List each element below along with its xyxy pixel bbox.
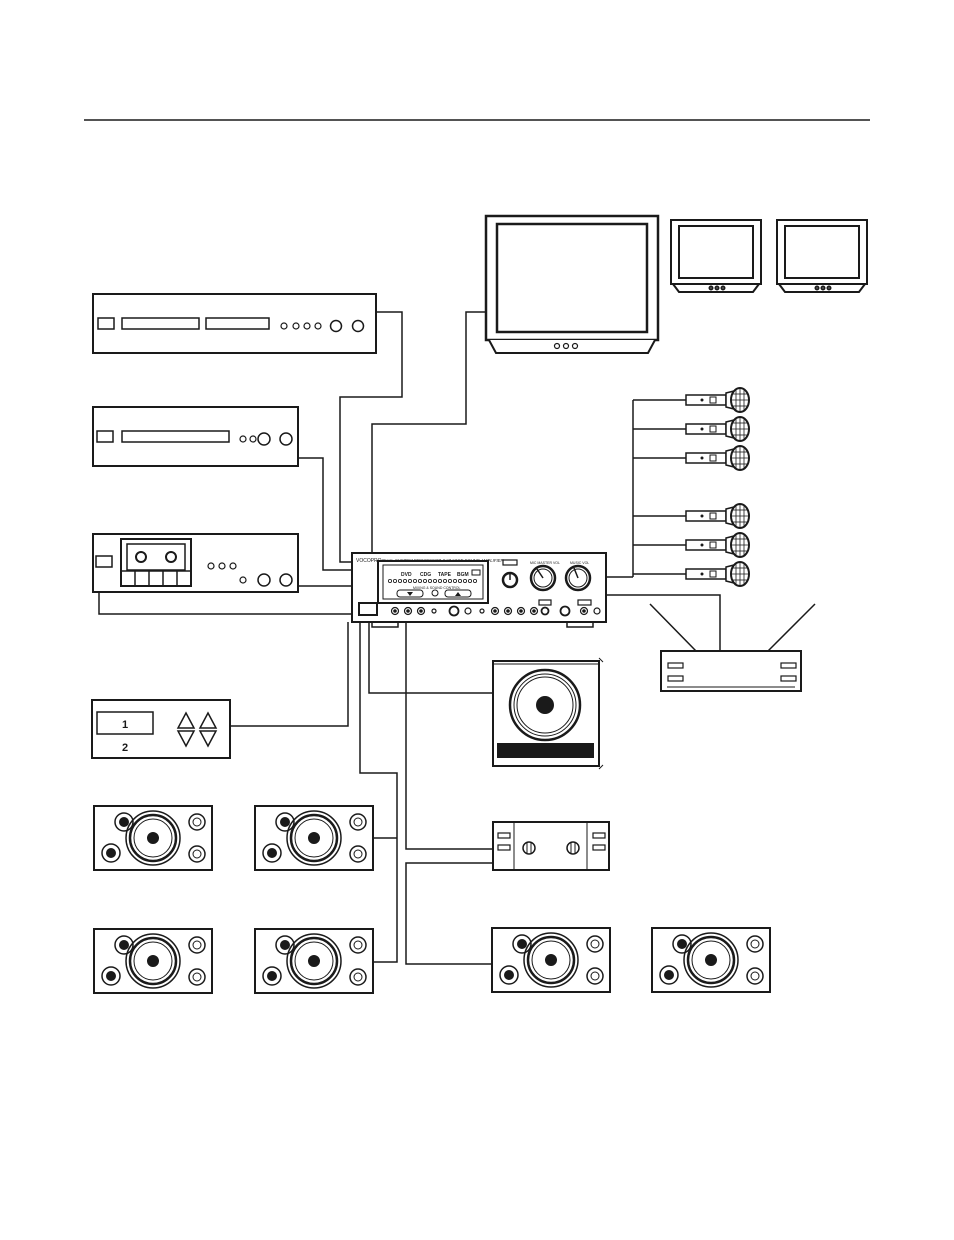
cd-player [93,407,298,466]
speaker-right-2 [652,928,770,992]
speaker-right-1 [492,928,610,992]
secondary-monitor-2 [777,220,867,292]
amp-mode-tape: TAPE [438,572,452,578]
amp-display-subline: MIXING & SOUND CONTROL [413,586,461,590]
amp-knob-label-mic: MIC MASTER VOL [530,561,560,565]
subwoofer [493,658,603,769]
speaker-left-1 [94,806,212,870]
main-tv-monitor [486,216,658,353]
microphone-3 [660,446,749,470]
speaker-left-3 [94,929,212,993]
zone-label-1: 1 [122,719,128,731]
secondary-monitor-1 [671,220,761,292]
microphone-1 [660,388,749,412]
cassette-deck [93,534,298,592]
dvd-player [93,294,376,353]
microphone-2 [660,417,749,441]
wireless-mic-receiver [650,604,815,691]
microphone-5 [660,533,749,557]
microphone-4 [660,504,749,528]
microphone-6 [660,562,749,586]
speaker-left-2 [255,806,373,870]
speaker-left-4 [255,929,373,993]
amp-knob-label-music: MUSIC VOL [570,561,589,565]
karaoke-amplifier: VOCOPRO DUAL-SYSTEM PROCESSOR KARAOKE SO… [352,553,606,627]
amp-mode-dvd: DVD [401,572,412,578]
amp-mode-cdg: CDG [420,572,431,578]
power-amplifier [493,822,609,870]
zone-label-2: 2 [122,742,128,754]
amp-mode-bgm: BGM [457,572,469,578]
speaker-zone-selector: 1 2 [92,700,230,758]
